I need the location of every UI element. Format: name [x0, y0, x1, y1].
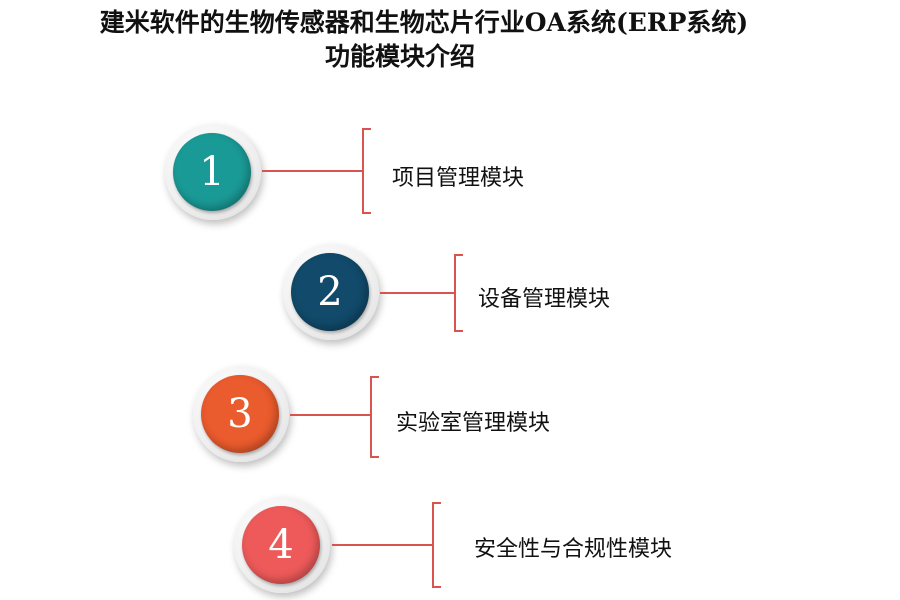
module-1-circle: 1 — [165, 124, 261, 220]
module-2-bracket — [454, 254, 463, 332]
page-title: 建米软件的生物传感器和生物芯片行业OA系统(ERP系统) 功能模块介绍 — [0, 6, 900, 74]
module-3-bracket — [370, 376, 379, 458]
module-1-number: 1 — [173, 133, 251, 211]
module-4-label: 安全性与合规性模块 — [474, 537, 673, 562]
module-2-label: 设备管理模块 — [478, 287, 611, 312]
module-1-bracket — [362, 128, 371, 214]
module-2-number: 2 — [291, 253, 369, 331]
title-line-2: 功能模块介绍 — [324, 42, 475, 71]
module-3-circle: 3 — [193, 366, 289, 462]
module-4-connector — [332, 544, 432, 546]
title-line-1: 建米软件的生物传感器和生物芯片行业OA系统(ERP系统) — [99, 8, 749, 37]
module-1-label: 项目管理模块 — [392, 166, 525, 191]
module-2-connector — [380, 292, 454, 294]
module-3-connector — [290, 414, 370, 416]
module-4-circle: 4 — [234, 497, 330, 593]
module-4-bracket — [432, 502, 441, 588]
module-1-connector — [262, 170, 362, 172]
module-2-circle: 2 — [283, 244, 379, 340]
module-3-number: 3 — [201, 375, 279, 453]
module-3-label: 实验室管理模块 — [396, 411, 551, 436]
module-4-number: 4 — [242, 506, 320, 584]
